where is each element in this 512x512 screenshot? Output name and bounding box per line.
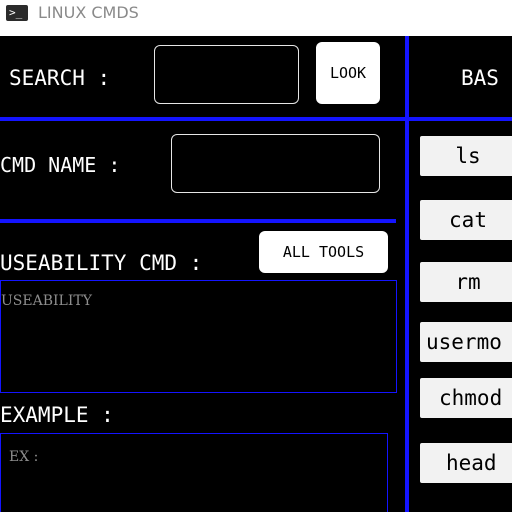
search-label: SEARCH : (9, 66, 111, 90)
useability-textarea[interactable]: USEABILITY (0, 280, 397, 393)
example-placeholder: EX : (9, 449, 39, 465)
command-button-usermod[interactable]: usermo (420, 322, 512, 362)
cmd-name-input[interactable] (171, 134, 380, 193)
cmd-name-label: CMD NAME : (0, 153, 121, 177)
command-button-cat[interactable]: cat (420, 200, 512, 240)
main-panel: SEARCH : LOOK BAS CMD NAME : USEABILITY … (0, 36, 512, 512)
basic-header: BAS (461, 66, 499, 90)
title-bar: >_ LINUX CMDS (0, 0, 512, 36)
divider-top (0, 117, 512, 121)
terminal-icon: >_ (6, 5, 28, 21)
command-button-ls[interactable]: ls (420, 136, 512, 176)
example-textarea[interactable]: EX : (0, 433, 388, 512)
divider-middle (0, 219, 396, 223)
useability-label: USEABILITY CMD : (0, 251, 203, 275)
useability-placeholder: USEABILITY (1, 293, 92, 309)
window-title: LINUX CMDS (38, 3, 139, 22)
command-button-head[interactable]: head (420, 443, 512, 483)
example-label: EXAMPLE : (0, 403, 114, 427)
command-button-rm[interactable]: rm (420, 262, 512, 302)
vertical-divider (405, 36, 409, 512)
look-button[interactable]: LOOK (316, 42, 380, 104)
all-tools-button[interactable]: ALL TOOLS (259, 231, 388, 273)
search-input[interactable] (154, 45, 299, 104)
command-button-chmod[interactable]: chmod (420, 378, 512, 418)
